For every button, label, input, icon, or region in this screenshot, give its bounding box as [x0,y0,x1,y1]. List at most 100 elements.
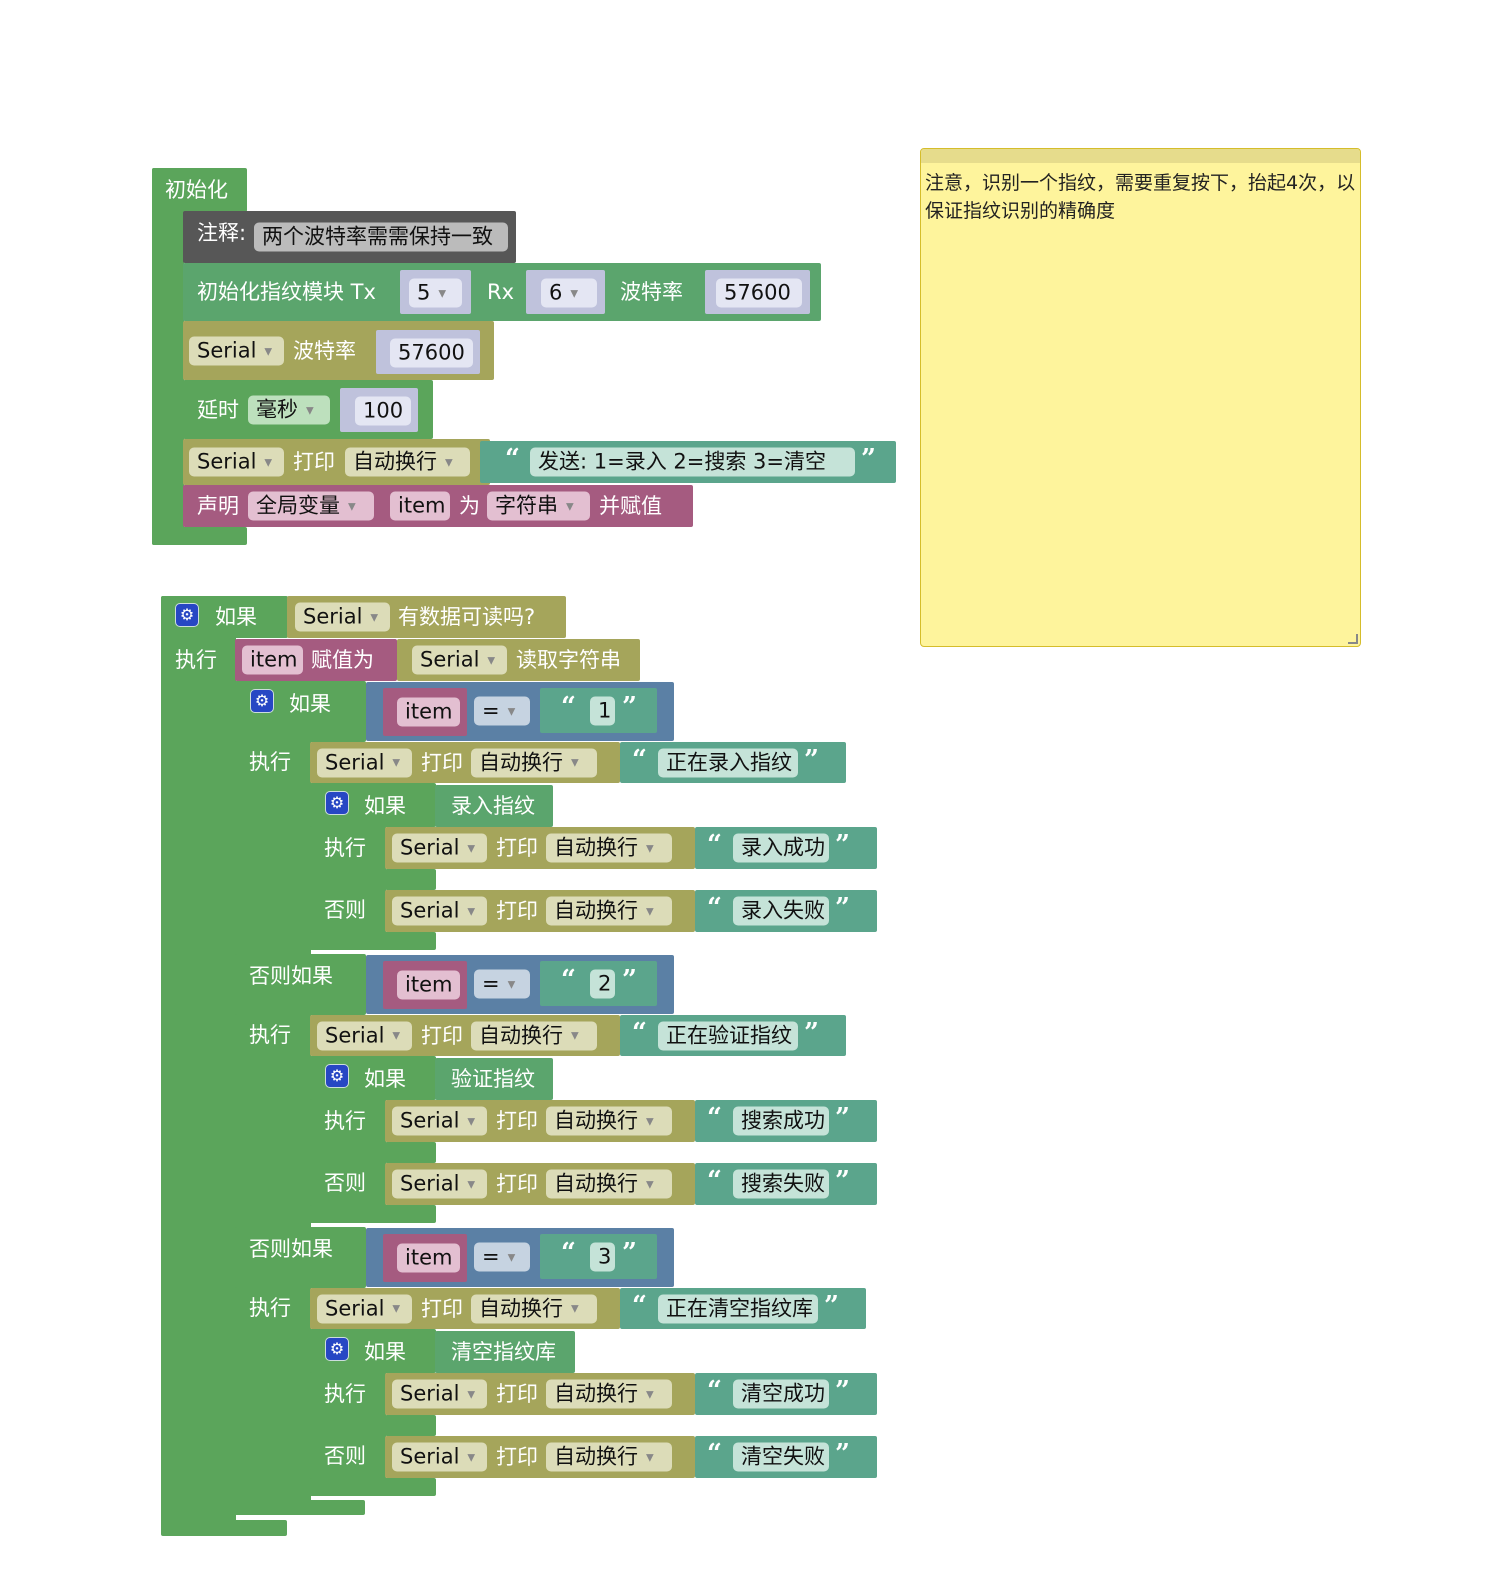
print-mode-dropdown[interactable]: 自动换行▼ [546,833,672,863]
resize-handle-icon[interactable] [1348,634,1358,644]
text-field[interactable]: 正在验证指纹 [658,1021,798,1050]
text-field[interactable]: 2 [590,969,615,999]
note-drag-header[interactable] [921,149,1360,163]
inner-if-header[interactable] [235,954,366,1015]
as-label: 为 [459,494,480,518]
operator-dropdown[interactable]: =▼ [474,969,530,999]
print-mode-dropdown[interactable]: 自动换行▼ [546,1106,672,1136]
print-mode-dropdown[interactable]: 自动换行▼ [345,447,470,477]
print-mode-dropdown[interactable]: 自动换行▼ [471,1021,597,1050]
text-field[interactable]: 正在录入指纹 [658,748,798,777]
operator-dropdown[interactable]: =▼ [474,1242,530,1272]
declare-label: 声明 [197,494,239,518]
serial-port-dropdown[interactable]: Serial▼ [295,602,390,632]
fp-baud-field-value: 57600 [724,280,791,305]
nested-if-bottom[interactable] [310,1205,436,1223]
variable-dropdown[interactable]: item [242,645,303,675]
open-quote-icon: “ [707,830,722,861]
chevron-down-icon: ▼ [264,346,273,357]
print-mode-dropdown[interactable]: 自动换行▼ [546,896,672,926]
serial-port-dropdown[interactable]: Serial▼ [392,1379,487,1409]
text-field[interactable]: 搜索失败 [733,1169,829,1199]
nested-if-else-spacer[interactable] [385,1415,436,1436]
workspace-comment-note[interactable]: 注意，识别一个指纹，需要重复按下，抬起4次，以保证指纹识别的精确度 [920,148,1361,647]
setup-block-bottom[interactable] [152,527,247,545]
if-block-column[interactable] [161,596,236,1535]
inner-if-header[interactable] [235,1227,366,1288]
type-dropdown[interactable]: 字符串▼ [487,491,590,521]
rx-dropdown[interactable]: 6▼ [541,278,597,308]
nested-if-else-spacer[interactable] [385,869,436,890]
scope-dropdown[interactable]: 全局变量▼ [248,491,374,521]
text-field[interactable]: 录入成功 [733,833,829,863]
nested-if-bottom[interactable] [310,932,436,950]
serial-port-dropdown[interactable]: Serial▼ [412,645,507,675]
if-block-bottom[interactable] [161,1520,287,1536]
text-field[interactable]: 清空成功 [733,1379,829,1409]
text-field[interactable]: 正在清空指纹库 [658,1294,818,1323]
serial-port-dropdown[interactable]: Serial▼ [392,1442,487,1472]
serial-port-dropdown[interactable]: Serial▼ [392,1169,487,1199]
delay-unit-dropdown-value: 毫秒 [256,397,298,422]
serial-port-dropdown[interactable]: Serial▼ [392,1106,487,1136]
nested-if-else-spacer[interactable] [385,1142,436,1163]
serial-baud-field[interactable]: 57600 [390,338,473,368]
gear-icon[interactable]: ⚙ [325,1337,349,1361]
note-text[interactable]: 注意，识别一个指纹，需要重复按下，抬起4次，以保证指纹识别的精确度 [925,172,1356,222]
serial-port-dropdown[interactable]: Serial▼ [317,1294,412,1323]
fingerprint-action-label: 验证指纹 [451,1067,535,1091]
text-field[interactable]: 清空失败 [733,1442,829,1472]
close-quote-icon: ” [835,830,850,861]
setup-hat-block[interactable] [152,168,247,212]
serial-port-dropdown[interactable]: Serial▼ [392,896,487,926]
fp-baud-field[interactable]: 57600 [716,278,802,308]
delay-value-field[interactable]: 100 [355,396,411,426]
print-label: 打印 [496,1445,538,1469]
text-field[interactable]: 录入失败 [733,896,829,926]
print-mode-dropdown[interactable]: 自动换行▼ [546,1379,672,1409]
chevron-down-icon: ▼ [467,1179,476,1190]
serial-baud-field-value: 57600 [398,340,465,365]
gear-icon[interactable]: ⚙ [250,689,274,713]
do-label: 执行 [324,1382,366,1406]
comment-field[interactable]: 两个波特率需需保持一致 [254,222,508,252]
nested-if-bottom[interactable] [310,1478,436,1496]
text-field[interactable]: 3 [590,1242,615,1272]
print-label: 打印 [496,899,538,923]
print-mode-dropdown[interactable]: 自动换行▼ [546,1169,672,1199]
serial-port-dropdown[interactable]: Serial▼ [189,447,284,477]
gear-icon[interactable]: ⚙ [175,603,199,627]
serial-port-dropdown[interactable]: Serial▼ [317,748,412,777]
operator-dropdown[interactable]: =▼ [474,696,530,726]
variable-dropdown[interactable]: item [397,697,460,727]
delay-unit-dropdown[interactable]: 毫秒▼ [248,395,330,425]
setup-block-column[interactable] [152,168,184,545]
print-label: 打印 [496,1109,538,1133]
fingerprint-action-block[interactable] [435,1058,553,1100]
text-field[interactable]: 搜索成功 [733,1106,829,1136]
print-mode-dropdown[interactable]: 自动换行▼ [546,1442,672,1472]
variable-name-field[interactable]: item [390,491,450,521]
open-quote-icon: “ [505,444,520,475]
serial-port-dropdown[interactable]: Serial▼ [317,1021,412,1050]
serial-port-dropdown-value: Serial [325,1023,385,1047]
tx-dropdown[interactable]: 5▼ [409,278,462,308]
print-mode-dropdown[interactable]: 自动换行▼ [471,748,597,777]
close-quote-icon: ” [835,1103,850,1134]
variable-dropdown[interactable]: item [397,1243,460,1273]
fingerprint-action-block[interactable] [435,1331,575,1373]
serial-port-dropdown[interactable]: Serial▼ [189,336,284,366]
serial-port-dropdown[interactable]: Serial▼ [392,833,487,863]
serial-port-dropdown-value: Serial [400,1381,460,1406]
gear-icon[interactable]: ⚙ [325,791,349,815]
print-mode-dropdown[interactable]: 自动换行▼ [471,1294,597,1323]
inner-if-bottom[interactable] [235,1500,365,1515]
chevron-down-icon: ▼ [438,288,447,299]
inner-if-column[interactable] [235,681,311,1515]
serial-port-dropdown-value: Serial [400,898,460,923]
text-field[interactable]: 发送: 1=录入 2=搜索 3=清空 [530,447,855,477]
variable-dropdown[interactable]: item [397,970,460,1000]
gear-icon[interactable]: ⚙ [325,1064,349,1088]
fingerprint-action-block[interactable] [435,785,553,827]
text-field[interactable]: 1 [590,696,615,726]
